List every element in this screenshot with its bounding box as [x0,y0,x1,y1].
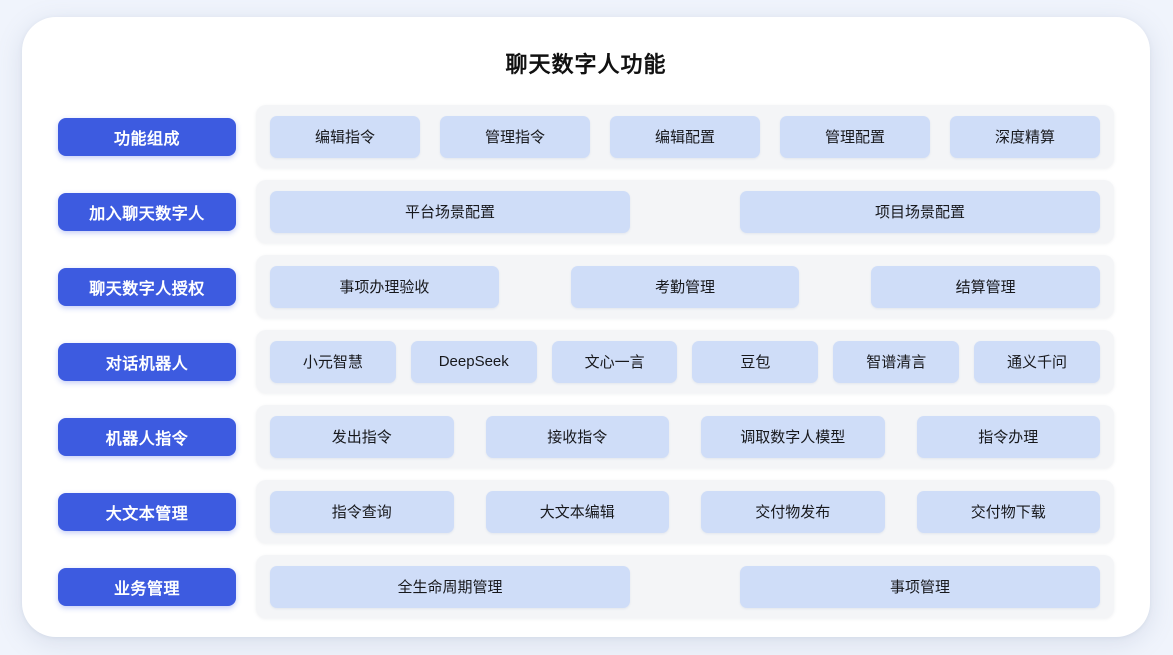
feature-item[interactable]: 编辑指令 [270,115,420,158]
feature-item[interactable]: 深度精算 [950,115,1100,158]
feature-item[interactable]: 全生命周期管理 [270,565,630,608]
feature-item[interactable]: 调取数字人模型 [701,415,885,458]
feature-row: 业务管理全生命周期管理 事项管理 [58,555,1114,618]
feature-item[interactable]: 编辑配置 [610,115,760,158]
category-label-2[interactable]: 聊天数字人授权 [58,267,236,306]
feature-item[interactable]: 智谱清言 [833,340,960,383]
feature-item[interactable]: 结算管理 [871,265,1101,308]
feature-rows: 功能组成编辑指令管理指令编辑配置管理配置深度精算加入聊天数字人平台场景配置项目场… [58,105,1114,618]
feature-panel-3: 小元智慧 DeepSeek 文心一言豆包智谱清言通义千问 [256,330,1114,393]
feature-item[interactable]: 项目场景配置 [740,190,1100,233]
feature-item[interactable]: DeepSeek [410,340,537,383]
category-label-1[interactable]: 加入聊天数字人 [58,192,236,231]
feature-item[interactable]: 指令查询 [270,490,454,533]
feature-row: 加入聊天数字人平台场景配置 项目场景配置 [58,180,1114,243]
feature-panel-5: 指令查询大文本编辑交付物发布交付物下载 [256,480,1114,543]
feature-item[interactable]: 考勤管理 [570,265,800,308]
feature-row: 大文本管理指令查询大文本编辑交付物发布交付物下载 [58,480,1114,543]
feature-item[interactable]: 接收指令 [485,415,669,458]
feature-item[interactable]: 管理指令 [440,115,590,158]
feature-item[interactable]: 发出指令 [270,415,454,458]
feature-item[interactable]: 平台场景配置 [270,190,630,233]
feature-item[interactable]: 文心一言 [551,340,678,383]
feature-panel-6: 全生命周期管理 事项管理 [256,555,1114,618]
feature-row: 聊天数字人授权事项办理验收 考勤管理 结算管理 [58,255,1114,318]
feature-panel-0: 编辑指令管理指令编辑配置管理配置深度精算 [256,105,1114,168]
feature-item[interactable]: 事项管理 [740,565,1100,608]
category-label-3[interactable]: 对话机器人 [58,342,236,381]
feature-panel-2: 事项办理验收 考勤管理 结算管理 [256,255,1114,318]
content-card: 聊天数字人功能 功能组成编辑指令管理指令编辑配置管理配置深度精算加入聊天数字人平… [22,17,1150,637]
feature-row: 功能组成编辑指令管理指令编辑配置管理配置深度精算 [58,105,1114,168]
feature-panel-1: 平台场景配置 项目场景配置 [256,180,1114,243]
feature-item[interactable]: 通义千问 [974,340,1100,383]
feature-item[interactable]: 指令办理 [916,415,1100,458]
feature-panel-4: 发出指令接收指令调取数字人模型指令办理 [256,405,1114,468]
feature-row: 机器人指令发出指令接收指令调取数字人模型指令办理 [58,405,1114,468]
feature-row: 对话机器人小元智慧 DeepSeek 文心一言豆包智谱清言通义千问 [58,330,1114,393]
feature-item[interactable]: 交付物下载 [916,490,1100,533]
page-title: 聊天数字人功能 [505,52,667,77]
category-label-4[interactable]: 机器人指令 [58,417,236,456]
feature-item[interactable]: 管理配置 [780,115,930,158]
feature-item[interactable]: 小元智慧 [270,340,396,383]
feature-item[interactable]: 豆包 [692,340,819,383]
category-label-6[interactable]: 业务管理 [58,567,236,606]
feature-item[interactable]: 事项办理验收 [270,265,499,308]
feature-item[interactable]: 大文本编辑 [485,490,669,533]
category-label-5[interactable]: 大文本管理 [58,492,236,531]
category-label-0[interactable]: 功能组成 [58,117,236,156]
feature-item[interactable]: 交付物发布 [701,490,885,533]
